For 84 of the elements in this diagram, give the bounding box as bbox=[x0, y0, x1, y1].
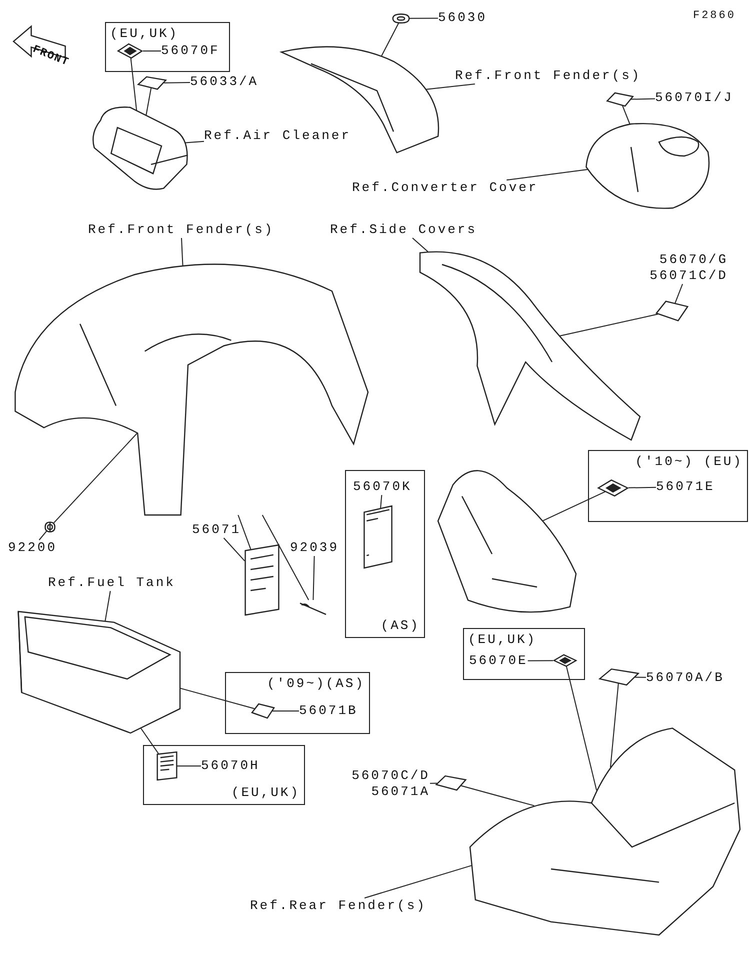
reference-label: Ref.Side Covers bbox=[330, 222, 478, 238]
leader-line bbox=[566, 666, 598, 791]
sticker-drawing bbox=[435, 775, 467, 791]
part-number-list: 56070C/D 56071A bbox=[352, 768, 430, 800]
leader-line bbox=[426, 84, 476, 90]
leader-line bbox=[38, 530, 48, 540]
leader-line bbox=[312, 556, 315, 600]
leader-line bbox=[622, 105, 630, 125]
reference-label: Ref.Fuel Tank bbox=[48, 575, 176, 591]
region-note-frame bbox=[345, 470, 425, 638]
sticker-sheet-drawing bbox=[363, 506, 393, 568]
part-number: 56070H bbox=[201, 758, 260, 774]
part-number-list: 56070/G 56071C/D bbox=[650, 252, 728, 284]
leader-line bbox=[164, 82, 190, 84]
leader-line bbox=[364, 865, 472, 898]
leader-line bbox=[130, 58, 138, 111]
leader-line bbox=[506, 169, 588, 180]
leader-line bbox=[674, 284, 684, 304]
leader-line bbox=[634, 676, 646, 678]
clip-drawing bbox=[44, 521, 56, 533]
label-plate-drawing bbox=[243, 545, 281, 615]
leader-line bbox=[272, 710, 300, 712]
part-number: 92200 bbox=[8, 540, 58, 556]
region-note: ('09~)(AS) bbox=[266, 676, 365, 692]
warning-label-drawing bbox=[156, 752, 178, 780]
leader-line bbox=[527, 660, 554, 662]
part-number: 56071B bbox=[299, 703, 358, 719]
leader-line bbox=[559, 314, 658, 336]
leader-line bbox=[380, 494, 382, 508]
reference-label: Ref.Front Fender(s) bbox=[455, 68, 642, 84]
region-note: (EU,UK) bbox=[231, 785, 300, 801]
leader-line bbox=[628, 486, 656, 488]
region-note-frame bbox=[105, 22, 230, 72]
leader-line bbox=[238, 514, 252, 550]
sticker-drawing bbox=[117, 43, 143, 59]
leader-line bbox=[430, 782, 438, 784]
part-number: 56071E bbox=[656, 479, 715, 495]
leader-line bbox=[140, 728, 159, 754]
region-note-frame bbox=[463, 628, 585, 680]
reference-label: Ref.Air Cleaner bbox=[204, 128, 352, 144]
region-note-frame bbox=[143, 745, 305, 805]
part-number: 56070K bbox=[353, 479, 412, 495]
region-note: ('10~) (EU) bbox=[635, 454, 743, 470]
part-number: 56070I/J bbox=[655, 90, 734, 106]
region-note: (AS) bbox=[380, 618, 420, 634]
leader-line bbox=[142, 50, 162, 52]
part-number: 56070E bbox=[469, 653, 528, 669]
figure-code: F2860 bbox=[692, 9, 736, 24]
region-note: (EU,UK) bbox=[468, 632, 537, 648]
region-note-frame bbox=[588, 450, 748, 522]
sticker-drawing bbox=[598, 668, 640, 686]
leader-line bbox=[610, 683, 619, 768]
region-note: (EU,UK) bbox=[110, 26, 179, 42]
leader-line bbox=[146, 88, 152, 116]
leader-line bbox=[380, 22, 400, 57]
rivet-drawing bbox=[300, 600, 326, 616]
leader-line bbox=[542, 491, 606, 522]
reference-label: Ref.Converter Cover bbox=[352, 180, 538, 196]
leader-line bbox=[180, 688, 255, 710]
reference-label: Ref.Rear Fender(s) bbox=[250, 898, 426, 914]
sticker-drawing bbox=[606, 92, 634, 107]
leader-line bbox=[460, 785, 535, 806]
part-number: 56030 bbox=[438, 10, 488, 26]
leader-line bbox=[262, 514, 310, 600]
part-number: 56033/A bbox=[190, 74, 259, 90]
part-number: 56070F bbox=[161, 43, 220, 59]
leader-line bbox=[409, 18, 438, 19]
part-number: 56070A/B bbox=[646, 670, 724, 686]
leader-line bbox=[412, 238, 428, 252]
sticker-drawing bbox=[137, 76, 167, 90]
leader-line bbox=[630, 98, 656, 100]
sticker-drawing bbox=[251, 703, 275, 719]
part-number: 56071 bbox=[192, 522, 242, 538]
leader-line bbox=[181, 238, 184, 266]
reference-label: Ref.Front Fender(s) bbox=[88, 222, 274, 238]
leader-line bbox=[223, 538, 246, 562]
leader-line bbox=[185, 140, 204, 144]
leader-line bbox=[104, 590, 111, 622]
grommet-drawing bbox=[392, 13, 410, 24]
sticker-drawing bbox=[553, 654, 577, 667]
region-note-frame bbox=[225, 672, 370, 734]
part-number: 92039 bbox=[290, 540, 340, 556]
sticker-drawing bbox=[597, 479, 629, 497]
sticker-drawing bbox=[655, 300, 689, 322]
